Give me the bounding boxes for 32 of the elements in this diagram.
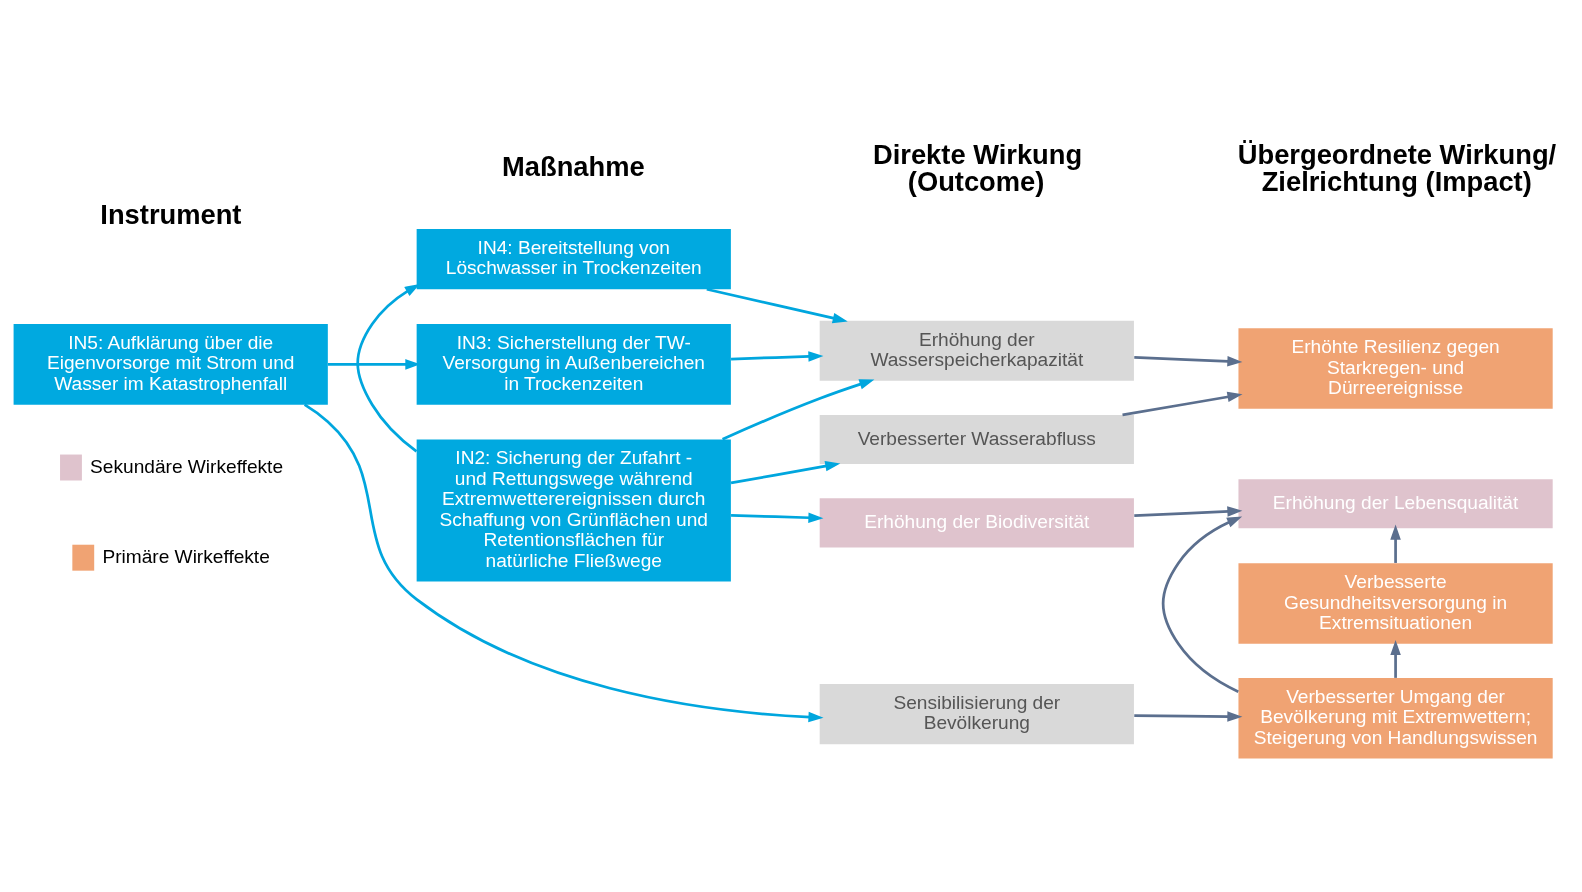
arrow [1134,356,1243,367]
node-box: IN2: Sicherung der Zufahrt - und Rettungswege während Extremwetterereignissen durch Schaffung von Grünflächen und Retentionsflächen für natürliche Fließwege [416,439,731,582]
arrow [730,460,841,485]
arrow [356,284,420,453]
arrow [1134,711,1243,722]
node-box: IN5: Aufklärung über die Eigenvorsorge mit Strom und Wasser im Katastrophenfall [13,324,328,405]
legend-label: Sekundäre Wirkeffekte [90,455,284,477]
node-box: Erhöhung der Lebensqualität [1238,479,1553,529]
node-box: Erhöhung der Wasserspeicherkapazität [819,320,1134,381]
arrow [1390,524,1401,563]
node-box: Sensibilisierung der Bevölkerung [819,684,1134,745]
label: Instrument [100,198,242,230]
arrow [722,379,875,441]
node-box: IN3: Sicherstellung der TW-Versorgung in Außenbereichen in Trockenzeiten [416,324,731,405]
arrow [1161,516,1243,693]
node-box: IN4: Bereitstellung von Löschwasser in Trockenzeiten [416,229,731,290]
legend-label: Primäre Wirkeffekte [102,545,270,567]
arrow [1134,506,1243,518]
node-box: Erhöhung der Biodiversität [819,498,1134,548]
label: Direkte Wirkung (Outcome) [872,138,1083,197]
arrow [303,403,824,723]
node-box: Erhöhte Resilienz gegen Starkregen- und Dürreereignisse [1238,328,1553,409]
label: Übergeordnete Wirkung/ Zielrichtung (Impact) [1237,138,1557,197]
arrow [731,512,824,523]
node-box: Verbesserter Wasserabfluss [819,414,1134,465]
arrow [1122,391,1243,417]
arrow [706,287,848,324]
node-box: Verbesserter Umgang der Bevölkerung mit Extremwettern; Steigerung von Handlungswissen [1238,677,1553,759]
arrow [731,351,824,362]
arrow [1390,640,1401,678]
label: Maßnahme [502,150,645,182]
node-box: Verbesserte Gesundheitsversorgung in Extremsituationen [1238,563,1553,644]
